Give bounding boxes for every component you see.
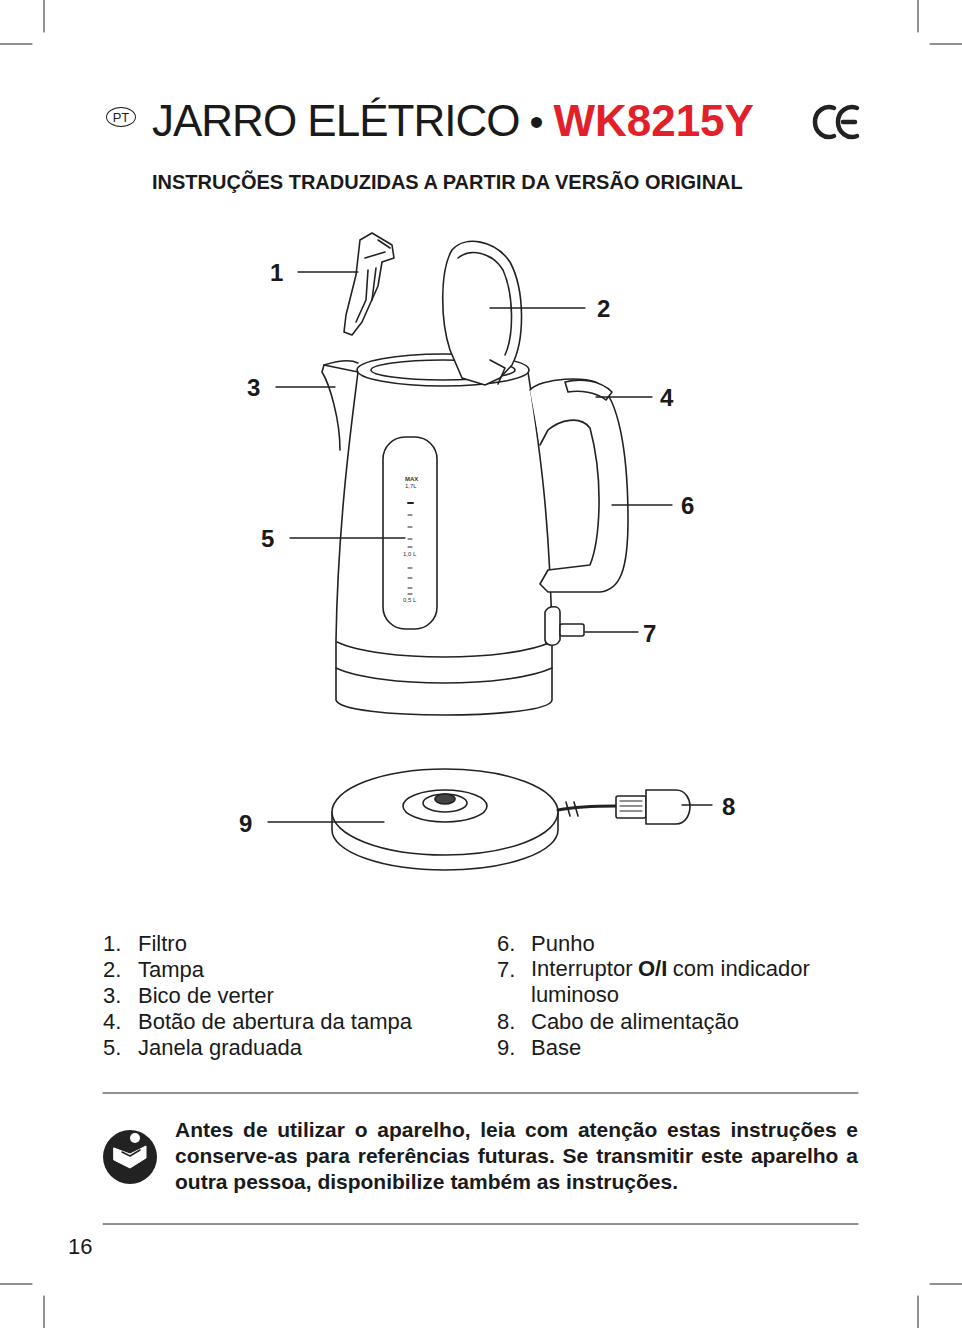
callout-number: 5	[261, 524, 274, 553]
language-badge: PT	[106, 107, 136, 127]
list-number: 2.	[103, 956, 121, 983]
scale-mark: 0,5 L	[403, 597, 416, 604]
title-bullet: •	[529, 100, 543, 145]
rules	[103, 1093, 858, 1224]
list-number: 4.	[103, 1008, 121, 1035]
part-name: Filtro	[138, 930, 187, 957]
callout-number: 2	[597, 294, 610, 323]
scale-mark: 1,7L	[405, 483, 417, 490]
badge-text: PT	[113, 111, 130, 124]
callout-number: 6	[681, 491, 694, 520]
part-name: Cabo de alimentação	[531, 1008, 739, 1035]
list-number: 5.	[103, 1034, 121, 1061]
ce-mark	[815, 107, 857, 137]
header-row: JARRO ELÉTRICO•WK8215Y	[152, 96, 754, 146]
part-name: Botão de abertura da tampa	[138, 1008, 412, 1035]
lid	[443, 241, 522, 385]
filter	[344, 233, 394, 335]
list-number: 6.	[497, 930, 515, 957]
warning-note: Antes de utilizar o aparelho, leia com a…	[175, 1117, 858, 1195]
part-name: Janela graduada	[138, 1034, 302, 1061]
scale-ticks	[408, 503, 413, 594]
callout-number: 1	[270, 258, 283, 287]
leader-lines	[268, 272, 712, 822]
switch-symbol: O/I	[638, 956, 667, 981]
subtitle: INSTRUÇÕES TRADUZIDAS A PARTIR DA VERSÃO…	[152, 170, 743, 195]
list-number: 7.	[497, 956, 515, 983]
scale-mark: MAX	[405, 476, 418, 483]
read-manual-icon	[103, 1130, 157, 1184]
callout-number: 4	[660, 383, 673, 412]
list-number: 1.	[103, 930, 121, 957]
list-number: 3.	[103, 982, 121, 1009]
scale-mark: 1,0 L	[403, 551, 416, 558]
list-number: 9.	[497, 1034, 515, 1061]
page-title: JARRO ELÉTRICO	[152, 96, 519, 146]
part-name: Bico de verter	[138, 982, 274, 1009]
callout-number: 8	[722, 792, 735, 821]
page-number: 16	[68, 1233, 92, 1260]
list-item: InterruptorO/Icom indicador luminoso	[531, 956, 851, 1008]
part-name: Punho	[531, 930, 595, 957]
model-number: WK8215Y	[553, 96, 754, 146]
part-name: Base	[531, 1034, 581, 1061]
part-name: Interruptor	[531, 956, 633, 981]
list-number: 8.	[497, 1008, 515, 1035]
part-name: Tampa	[138, 956, 204, 983]
callout-number: 3	[247, 373, 260, 402]
base	[332, 769, 690, 870]
kettle-body	[322, 354, 628, 715]
callout-number: 7	[643, 619, 656, 648]
callout-number: 9	[239, 809, 252, 838]
